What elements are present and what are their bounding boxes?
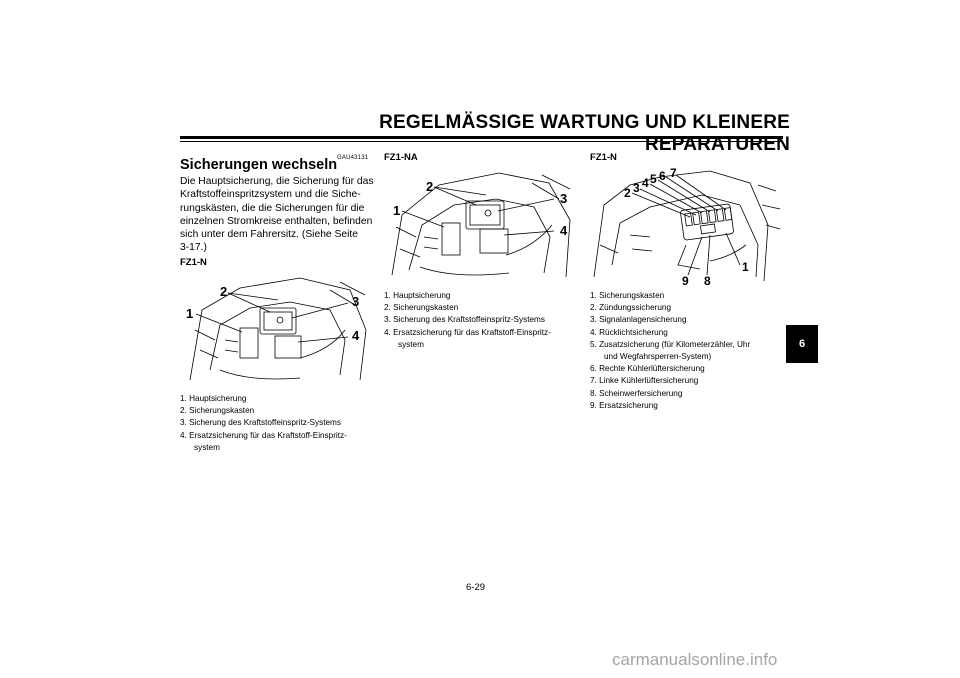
caption-item: 3. Sicherung des Kraftstoffeinspritz-Sys… bbox=[384, 315, 545, 325]
figure-middle-callout-1: 1 bbox=[393, 203, 400, 218]
caption-item: 2. Sicherungskasten bbox=[384, 303, 459, 313]
caption-item: und Wegfahrsperren-System) bbox=[604, 352, 712, 362]
caption-item: 8. Scheinwerfersicherung bbox=[590, 388, 683, 398]
header-rule bbox=[180, 136, 783, 139]
figure-right-callout-7: 7 bbox=[670, 166, 677, 180]
figure-middle-captions: 1. Hauptsicherung 2. Sicherungskasten 3.… bbox=[384, 290, 551, 351]
chapter-title: REGELMÄSSIGE WARTUNG UND KLEINERE REPARA… bbox=[379, 112, 790, 155]
figure-right-callout-4: 4 bbox=[642, 176, 649, 190]
figure-right-callout-3: 3 bbox=[633, 181, 640, 195]
caption-item: system bbox=[398, 339, 424, 349]
caption-item: 1. Hauptsicherung bbox=[180, 394, 247, 403]
header-rule-thin bbox=[180, 141, 783, 142]
caption-item: 6. Rechte Kühlerlüftersicherung bbox=[590, 364, 705, 374]
figure-right-illustration: 2 3 4 5 6 7 1 8 9 bbox=[593, 166, 781, 285]
figure-right-captions: 1. Sicherungskasten 2. Zündungssicherung… bbox=[590, 290, 750, 412]
caption-item: 2. Zündungssicherung bbox=[590, 303, 672, 313]
caption-item: 7. Linke Kühlerlüftersicherung bbox=[590, 376, 699, 386]
caption-item: 4. Rücklichtsicherung bbox=[590, 327, 668, 337]
figure-right-callout-1: 1 bbox=[742, 260, 749, 274]
caption-item: 1. Sicherungskasten bbox=[590, 291, 665, 300]
figure-middle-callout-2: 2 bbox=[426, 179, 433, 194]
figure-left-captions: 1. Hauptsicherung 2. Sicherungskasten 3.… bbox=[180, 393, 347, 454]
figure-right-callout-9: 9 bbox=[682, 274, 689, 285]
body-line: Kraftstoffeinspritzsystem und die Siche- bbox=[180, 189, 361, 201]
figure-middle-callout-4: 4 bbox=[560, 223, 568, 238]
caption-item: system bbox=[194, 442, 220, 452]
figure-left-callout-3: 3 bbox=[352, 294, 359, 309]
caption-item: 2. Sicherungskasten bbox=[180, 406, 255, 416]
caption-item: 4. Ersatzsicherung für das Kraftstoff-Ei… bbox=[180, 430, 347, 440]
caption-item: 1. Hauptsicherung bbox=[384, 291, 451, 300]
figure-left-model: FZ1-N bbox=[180, 257, 207, 268]
caption-item: 3. Sicherung des Kraftstoffeinspritz-Sys… bbox=[180, 418, 341, 428]
body-line: 3-17.) bbox=[180, 242, 207, 254]
body-line: rungskästen, die die Sicherungen für die bbox=[180, 202, 365, 214]
figure-left-callout-1: 1 bbox=[186, 306, 193, 321]
body-line: einzelnen Stromkreise enthalten, befinde… bbox=[180, 215, 373, 227]
body-line: Die Hauptsicherung, die Sicherung für da… bbox=[180, 176, 374, 187]
figure-right-callout-2: 2 bbox=[624, 186, 631, 200]
chapter-tab: 6 bbox=[786, 325, 818, 363]
figure-left-illustration: 2 1 3 4 bbox=[186, 277, 367, 381]
body-line: sich unter dem Fahrersitz. (Siehe Seite bbox=[180, 229, 358, 241]
page-number: 6-29 bbox=[466, 582, 486, 593]
document-code: GAU43131 bbox=[337, 155, 369, 161]
figure-middle-illustration: 2 1 3 4 bbox=[391, 172, 571, 278]
body-paragraph: Die Hauptsicherung, die Sicherung für da… bbox=[180, 175, 374, 255]
figure-right-callout-6: 6 bbox=[659, 169, 666, 183]
figure-right-model: FZ1-N bbox=[590, 152, 617, 163]
caption-item: 9. Ersatzsicherung bbox=[590, 400, 658, 410]
figure-right-callout-5: 5 bbox=[650, 172, 657, 186]
caption-item: 4. Ersatzsicherung für das Kraftstoff-Ei… bbox=[384, 327, 551, 337]
caption-item: 3. Signalanlagensicherung bbox=[590, 315, 687, 325]
figure-left-callout-4: 4 bbox=[352, 328, 360, 343]
caption-item: 5. Zusatzsicherung (für Kilometerzähler,… bbox=[590, 339, 751, 349]
watermark: carmanualsonline.info bbox=[612, 650, 778, 669]
figure-right-callout-8: 8 bbox=[704, 274, 711, 285]
section-heading: Sicherungen wechseln bbox=[180, 157, 338, 173]
figure-middle-model: FZ1-NA bbox=[384, 152, 418, 163]
figure-middle-callout-3: 3 bbox=[560, 191, 567, 206]
figure-left-callout-2: 2 bbox=[220, 284, 227, 299]
